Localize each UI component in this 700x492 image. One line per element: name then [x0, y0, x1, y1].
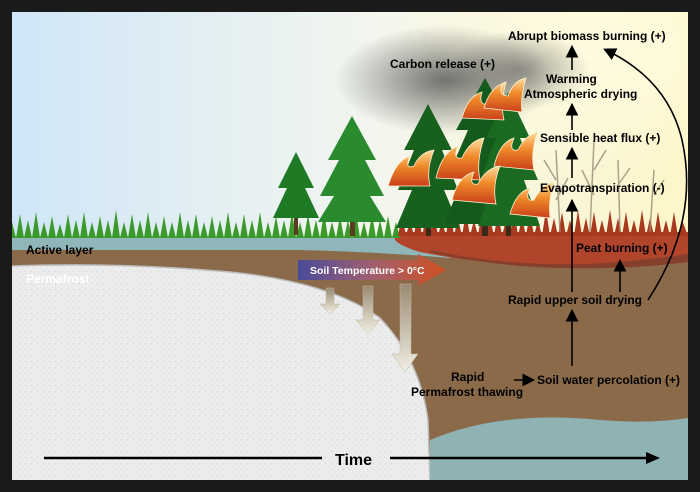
- tree: [273, 152, 319, 235]
- carbon-release-label: Carbon release (+): [390, 57, 495, 71]
- rapid-label: Rapid: [451, 370, 484, 384]
- time-label: Time: [335, 452, 372, 469]
- soil-water-percolation-label: Soil water percolation (+): [537, 373, 680, 387]
- soil-temperature-arrow: [298, 254, 446, 286]
- evapotranspiration-label: Evapotranspiration (-): [540, 181, 665, 195]
- dead-shrubs: [543, 139, 665, 233]
- atmospheric-drying-label: Atmospheric drying: [524, 87, 637, 101]
- warming-label: Warming: [546, 72, 597, 86]
- active-layer-label: Active layer: [26, 243, 94, 257]
- upper-soil-drying-label: Rapid upper soil drying: [508, 293, 642, 307]
- peat-burning-label: Peat burning (+): [576, 241, 668, 255]
- abrupt-burning-label: Abrupt biomass burning (+): [508, 29, 666, 43]
- thaw-arrows: [319, 283, 419, 373]
- tree: [318, 116, 386, 236]
- permafrost-label: Permafrost: [26, 272, 89, 286]
- permafrost-thawing-label: Permafrost thawing: [411, 385, 523, 399]
- permafrost-body: [12, 264, 430, 480]
- grass: [12, 210, 400, 238]
- causal-arrows: [514, 44, 688, 387]
- soil-temperature-label: Soil Temperature > 0°C: [310, 265, 425, 277]
- flames: [387, 77, 555, 219]
- time-axis: Time: [44, 452, 660, 469]
- sensible-heat-label: Sensible heat flux (+): [540, 131, 660, 145]
